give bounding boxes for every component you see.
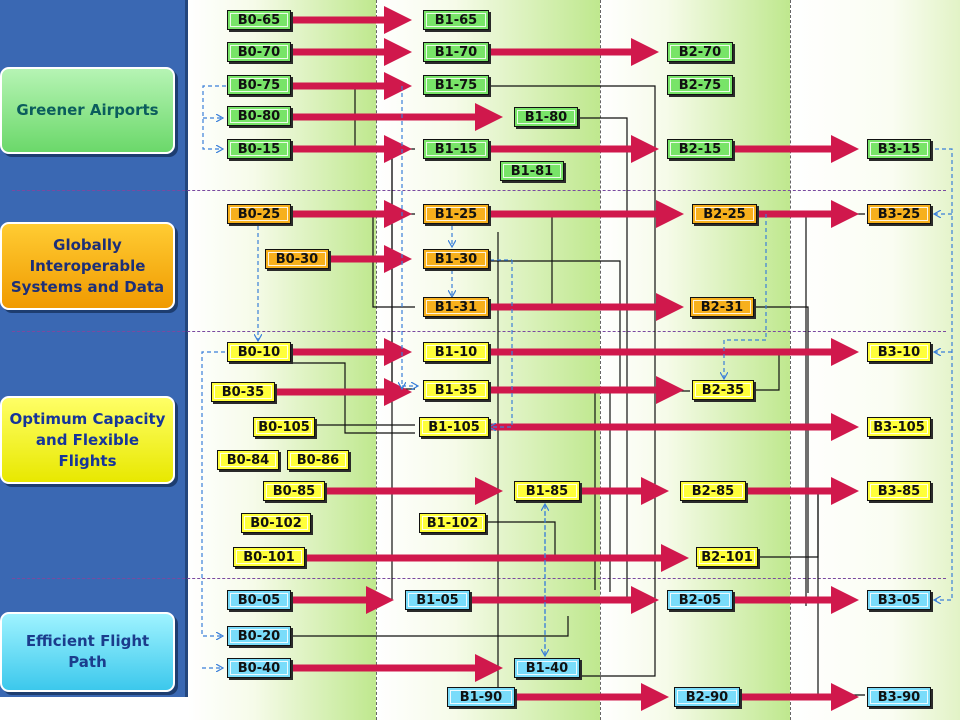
module-b0-80[interactable]: B0-80 <box>227 106 291 126</box>
module-b0-75[interactable]: B0-75 <box>227 75 291 95</box>
module-b0-20[interactable]: B0-20 <box>227 626 291 646</box>
module-b0-85[interactable]: B0-85 <box>263 481 325 501</box>
module-b0-10[interactable]: B0-10 <box>227 342 291 362</box>
area-label: Efficient Flight Path <box>25 632 150 671</box>
module-b0-05[interactable]: B0-05 <box>227 590 291 610</box>
module-b1-05[interactable]: B1-05 <box>405 590 470 610</box>
module-b3-105[interactable]: B3-105 <box>867 417 931 437</box>
module-b1-70[interactable]: B1-70 <box>423 42 489 62</box>
module-b0-15[interactable]: B0-15 <box>227 139 291 159</box>
module-b0-65[interactable]: B0-65 <box>227 10 291 30</box>
sidebar-edge <box>185 0 188 697</box>
block-divider <box>376 0 377 720</box>
module-b3-15[interactable]: B3-15 <box>867 139 931 159</box>
module-b1-25[interactable]: B1-25 <box>423 204 489 224</box>
module-b1-90[interactable]: B1-90 <box>447 687 515 707</box>
module-b2-85[interactable]: B2-85 <box>680 481 746 501</box>
area-globally-interoperable-systems[interactable]: Globally Interoperable Systems and Data <box>0 222 175 310</box>
module-b2-05[interactable]: B2-05 <box>667 590 733 610</box>
module-b2-90[interactable]: B2-90 <box>674 687 740 707</box>
module-b1-15[interactable]: B1-15 <box>423 139 489 159</box>
module-b0-30[interactable]: B0-30 <box>265 249 329 269</box>
module-b1-102[interactable]: B1-102 <box>419 513 486 533</box>
area-greener-airports[interactable]: Greener Airports <box>0 67 175 154</box>
module-b2-35[interactable]: B2-35 <box>692 380 754 400</box>
module-b3-85[interactable]: B3-85 <box>867 481 931 501</box>
module-b3-90[interactable]: B3-90 <box>867 687 931 707</box>
module-b1-10[interactable]: B1-10 <box>423 342 489 362</box>
module-b0-40[interactable]: B0-40 <box>227 658 291 678</box>
module-b2-31[interactable]: B2-31 <box>690 297 754 317</box>
module-b1-75[interactable]: B1-75 <box>423 75 489 95</box>
module-b1-65[interactable]: B1-65 <box>423 10 489 30</box>
module-b0-102[interactable]: B0-102 <box>241 513 311 533</box>
module-b3-25[interactable]: B3-25 <box>867 204 931 224</box>
area-label: Globally Interoperable Systems and Data <box>10 235 165 296</box>
module-b1-30[interactable]: B1-30 <box>423 249 489 269</box>
module-b2-15[interactable]: B2-15 <box>667 139 733 159</box>
module-b2-25[interactable]: B2-25 <box>692 204 757 224</box>
block-divider <box>600 0 601 720</box>
area-optimum-capacity[interactable]: Optimum Capacity and Flexible Flights <box>0 396 175 484</box>
module-b0-105[interactable]: B0-105 <box>253 417 315 437</box>
module-b3-05[interactable]: B3-05 <box>867 590 931 610</box>
module-b1-105[interactable]: B1-105 <box>419 417 489 437</box>
module-b0-35[interactable]: B0-35 <box>211 382 275 402</box>
module-b2-101[interactable]: B2-101 <box>696 547 758 567</box>
module-b2-75[interactable]: B2-75 <box>667 75 733 95</box>
module-b0-25[interactable]: B0-25 <box>227 204 291 224</box>
module-b3-10[interactable]: B3-10 <box>867 342 931 362</box>
module-b1-80[interactable]: B1-80 <box>514 107 578 127</box>
module-b2-70[interactable]: B2-70 <box>667 42 733 62</box>
area-label: Optimum Capacity and Flexible Flights <box>9 409 166 470</box>
module-b0-101[interactable]: B0-101 <box>233 547 305 567</box>
module-b1-81[interactable]: B1-81 <box>500 161 564 181</box>
area-divider <box>12 190 946 191</box>
module-b0-86[interactable]: B0-86 <box>287 450 349 470</box>
area-divider <box>12 331 946 332</box>
block-divider <box>790 0 791 720</box>
dependency-dashed-links <box>201 85 953 668</box>
area-efficient-flight-path[interactable]: Efficient Flight Path <box>0 612 175 692</box>
module-b1-35[interactable]: B1-35 <box>423 380 489 400</box>
area-label: Greener Airports <box>16 101 159 119</box>
module-b1-85[interactable]: B1-85 <box>514 481 580 501</box>
module-b1-40[interactable]: B1-40 <box>514 658 580 678</box>
evolution-arrows <box>275 6 859 711</box>
module-b1-31[interactable]: B1-31 <box>423 297 489 317</box>
module-b0-84[interactable]: B0-84 <box>217 450 279 470</box>
area-divider <box>12 578 946 579</box>
module-b0-70[interactable]: B0-70 <box>227 42 291 62</box>
